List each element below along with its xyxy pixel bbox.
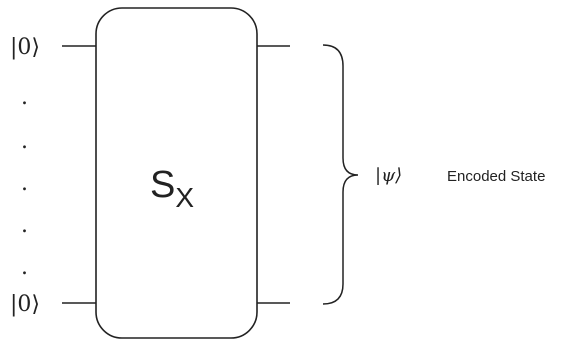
gate-label-base: S — [150, 164, 175, 206]
output-description: Encoded State — [447, 168, 545, 185]
input-qubit-label-bottom: |0⟩ — [10, 292, 40, 317]
ellipsis-dot: . — [21, 85, 28, 110]
ellipsis-dot: . — [21, 255, 28, 280]
qubit-ellipsis: . . . . . — [21, 85, 28, 280]
ellipsis-dot: . — [21, 129, 28, 154]
gate-label: SX — [150, 164, 194, 213]
input-qubit-label-top: |0⟩ — [10, 35, 40, 60]
gate-box — [95, 7, 258, 339]
ellipsis-dot: . — [21, 213, 28, 238]
output-state-label: |ψ⟩ — [375, 165, 402, 186]
ellipsis-dot: . — [21, 171, 28, 196]
gate-label-subscript: X — [175, 182, 194, 213]
output-brace — [322, 44, 359, 305]
